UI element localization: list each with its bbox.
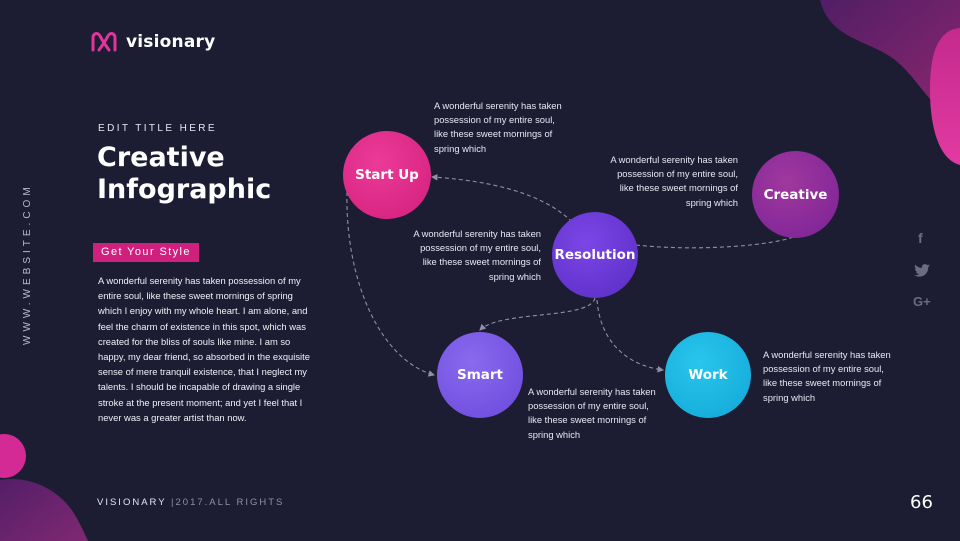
connector-resolution-creative [635, 234, 799, 249]
body-paragraph: A wonderful serenity has taken possessio… [98, 275, 310, 423]
bottom-left-blob [0, 434, 88, 541]
node-resolution[interactable]: Resolution [552, 212, 638, 298]
node-start-up[interactable]: Start Up [343, 131, 431, 219]
desc-work: A wonderful serenity has taken possessio… [763, 349, 891, 403]
footer-copyright: VISIONARY |2017.ALL RIGHTS [97, 497, 284, 508]
node-smart-label: Smart [456, 367, 503, 383]
desc-start-up: A wonderful serenity has taken possessio… [434, 100, 562, 154]
node-work[interactable]: Work [665, 332, 751, 418]
footer-brand: VISIONARY [97, 497, 167, 508]
page-title: Creative Infographic [97, 142, 317, 206]
node-creative-label: Creative [763, 186, 828, 203]
desc-smart: A wonderful serenity has taken possessio… [528, 386, 656, 440]
node-start-up-label: Start Up [355, 167, 419, 183]
connector-resolution-startup [430, 174, 573, 223]
connector-resolution-smart [479, 297, 596, 331]
node-resolution-label: Resolution [554, 247, 636, 263]
edit-title: EDIT TITLE HERE [98, 123, 217, 134]
node-creative[interactable]: Creative [752, 151, 839, 238]
desc-creative: A wonderful serenity has taken possessio… [610, 154, 738, 208]
facebook-icon[interactable]: f [918, 230, 923, 246]
page-number: 66 [910, 492, 933, 513]
visionary-logo-icon [91, 32, 117, 52]
node-smart[interactable]: Smart [437, 332, 523, 418]
footer-rights: 2017.ALL RIGHTS [175, 497, 285, 508]
desc-resolution: A wonderful serenity has taken possessio… [413, 228, 541, 282]
node-work-label: Work [688, 367, 728, 383]
top-right-blob [820, 0, 960, 165]
connector-resolution-work [596, 299, 665, 373]
twitter-icon[interactable] [914, 264, 930, 277]
footer-separator: | [166, 497, 176, 508]
page-title-line2: Infographic [97, 174, 272, 205]
page-title-line1: Creative [97, 142, 225, 173]
brand-name: visionary [126, 32, 216, 52]
google-plus-icon[interactable]: G+ [913, 294, 931, 309]
style-badge: Get Your Style [93, 243, 199, 262]
brand-logo[interactable]: visionary [90, 30, 215, 54]
connector-startup-smart [346, 191, 436, 377]
